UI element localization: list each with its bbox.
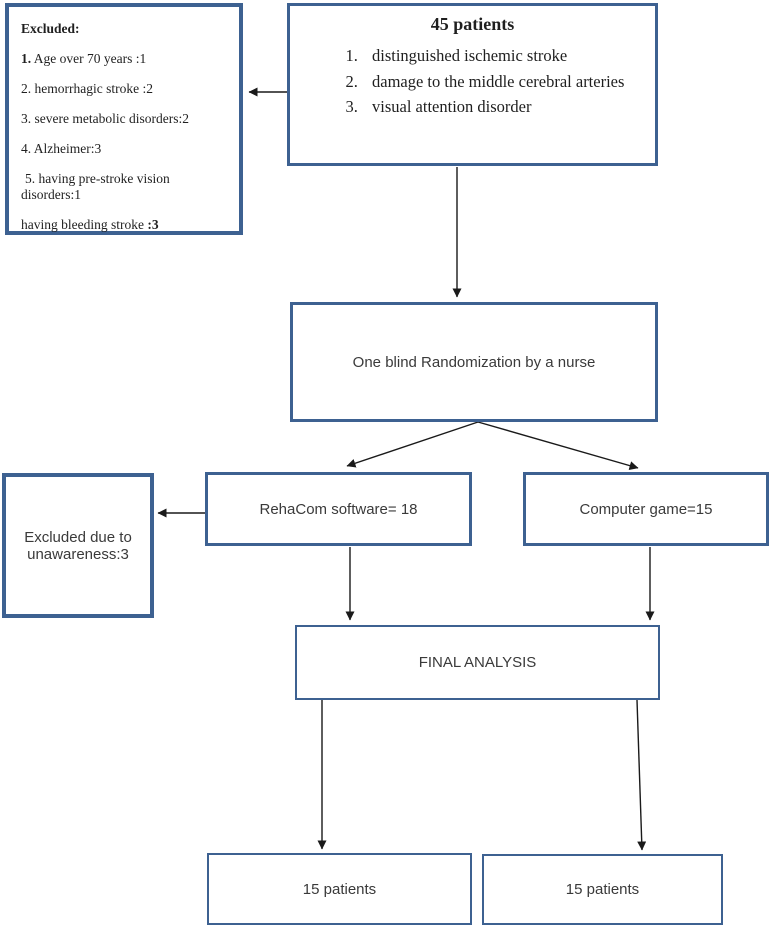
excluded-item-text: having bleeding stroke: [21, 216, 148, 232]
inclusion-item: visual attention disorder: [362, 94, 655, 120]
excluded-item-text: 2. hemorrhagic stroke :2: [21, 81, 153, 97]
arrow-randomization-to-computer-game: [477, 421, 639, 470]
excluded-unawareness-label: Excluded due to unawareness:3: [24, 528, 132, 563]
arrow-final-to-right-outcome: [636, 699, 647, 851]
final-analysis-box: FINAL ANALYSIS: [295, 625, 660, 700]
outcome-left-label: 15 patients: [302, 880, 377, 898]
excluded-item-text: 3. severe metabolic disorders:2: [21, 111, 189, 127]
patients-45-box: 45 patients distinguished ischemic strok…: [287, 3, 658, 166]
computer-game-label: Computer game=15: [579, 500, 713, 518]
outcome-right-label: 15 patients: [565, 881, 640, 898]
randomization-label: One blind Randomization by a nurse: [352, 353, 596, 371]
excluded-item: having bleeding stroke :3: [21, 217, 229, 233]
randomization-box: One blind Randomization by a nurse: [290, 302, 658, 422]
excluded-item: 1. Age over 70 years :1: [21, 51, 229, 67]
excluded-item: 2. hemorrhagic stroke :2: [21, 81, 229, 97]
arrow-randomization-to-rehacom: [346, 421, 479, 468]
excluded-unawareness-box: Excluded due to unawareness:3: [2, 473, 154, 618]
outcome-right-box: 15 patients: [482, 854, 723, 925]
inclusion-criteria-list: distinguished ischemic stroke damage to …: [290, 43, 655, 120]
excluded-item-lead: 1.: [21, 51, 32, 67]
rehacom-box: RehaCom software= 18: [205, 472, 472, 546]
rehacom-label: RehaCom software= 18: [259, 500, 418, 518]
excluded-item: 3. severe metabolic disorders:2: [21, 111, 229, 127]
computer-game-box: Computer game=15: [523, 472, 769, 546]
inclusion-item: distinguished ischemic stroke: [362, 43, 655, 69]
outcome-left-box: 15 patients: [207, 853, 472, 925]
excluded-criteria-box: Excluded: 1. Age over 70 years :1 2. hem…: [5, 3, 243, 235]
excluded-title: Excluded:: [21, 21, 80, 36]
excluded-item-text: 5. having pre-stroke vision disorders:1: [21, 171, 170, 202]
excluded-item-text: Age over 70 years :1: [31, 51, 147, 67]
inclusion-item: damage to the middle cerebral arteries: [362, 69, 655, 95]
excluded-item: 5. having pre-stroke vision disorders:1: [21, 171, 229, 202]
patients-45-title: 45 patients: [430, 14, 515, 34]
excluded-item-bold-count: :3: [147, 216, 159, 232]
excluded-item: 4. Alzheimer:3: [21, 141, 229, 157]
excluded-item-text: 4. Alzheimer:3: [21, 141, 102, 157]
final-analysis-label: FINAL ANALYSIS: [418, 654, 537, 671]
